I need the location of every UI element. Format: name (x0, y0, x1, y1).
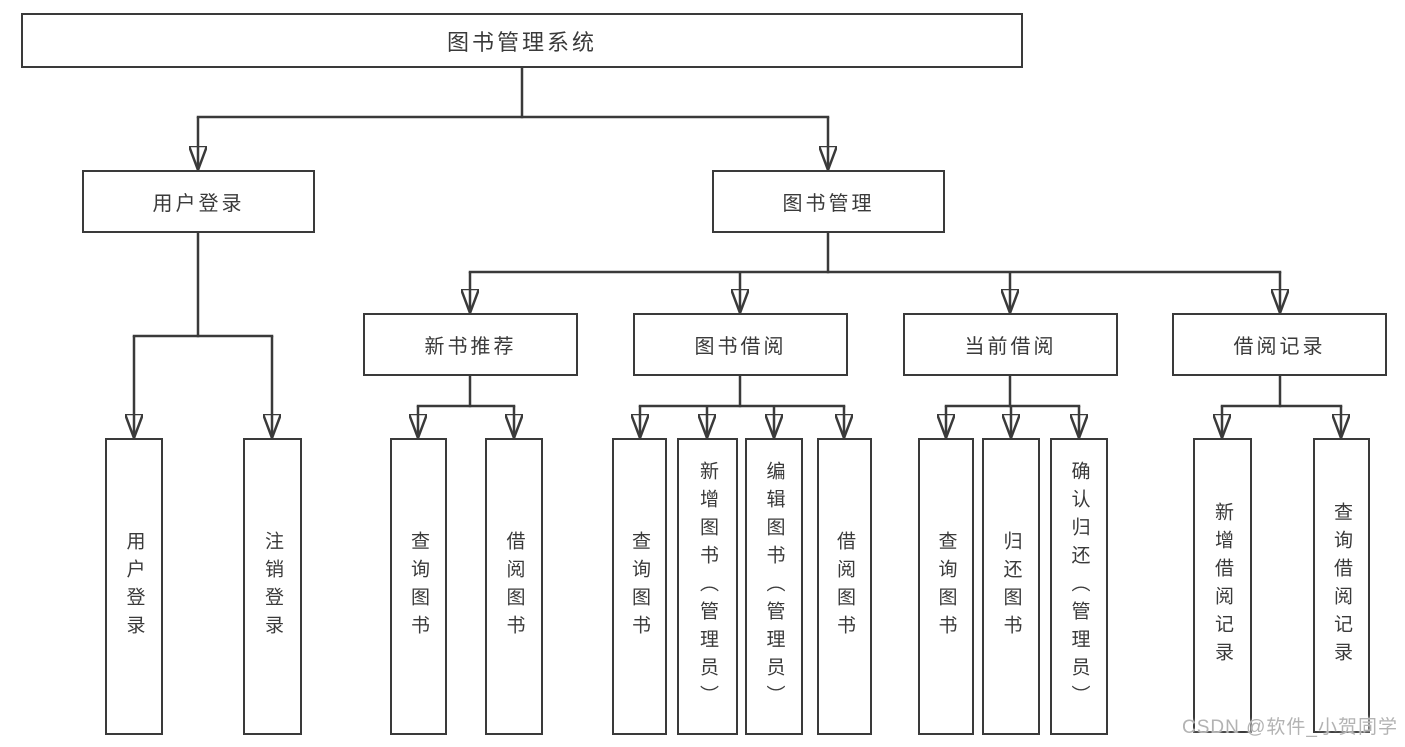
leaf-bb-edit-books-admin: 编辑图书（管理员） (745, 438, 803, 735)
csdn-watermark: CSDN @软件_小贺同学 (1182, 717, 1398, 738)
leaf-bb-add-books-admin: 新增图书（管理员） (677, 438, 738, 735)
leaf-logout: 注销登录 (243, 438, 302, 735)
node-book-borrow: 图书借阅 (633, 313, 848, 376)
node-current-borrow: 当前借阅 (903, 313, 1118, 376)
node-borrow-records: 借阅记录 (1172, 313, 1387, 376)
leaf-borrow-books: 借阅图书 (485, 438, 543, 735)
leaf-user-login: 用户登录 (105, 438, 163, 735)
leaf-cb-query-books: 查询图书 (918, 438, 974, 735)
node-root-library-management-system: 图书管理系统 (21, 13, 1023, 68)
leaf-bb-query-books: 查询图书 (612, 438, 667, 735)
node-book-management: 图书管理 (712, 170, 945, 233)
leaf-br-add-record: 新增借阅记录 (1193, 438, 1252, 733)
leaf-cb-confirm-return-admin: 确认归还（管理员） (1050, 438, 1108, 735)
leaf-cb-return-books: 归还图书 (982, 438, 1040, 735)
leaf-br-query-record: 查询借阅记录 (1313, 438, 1370, 733)
leaf-query-books: 查询图书 (390, 438, 447, 735)
leaf-bb-borrow-books: 借阅图书 (817, 438, 872, 735)
node-user-login: 用户登录 (82, 170, 315, 233)
node-new-book-recommend: 新书推荐 (363, 313, 578, 376)
